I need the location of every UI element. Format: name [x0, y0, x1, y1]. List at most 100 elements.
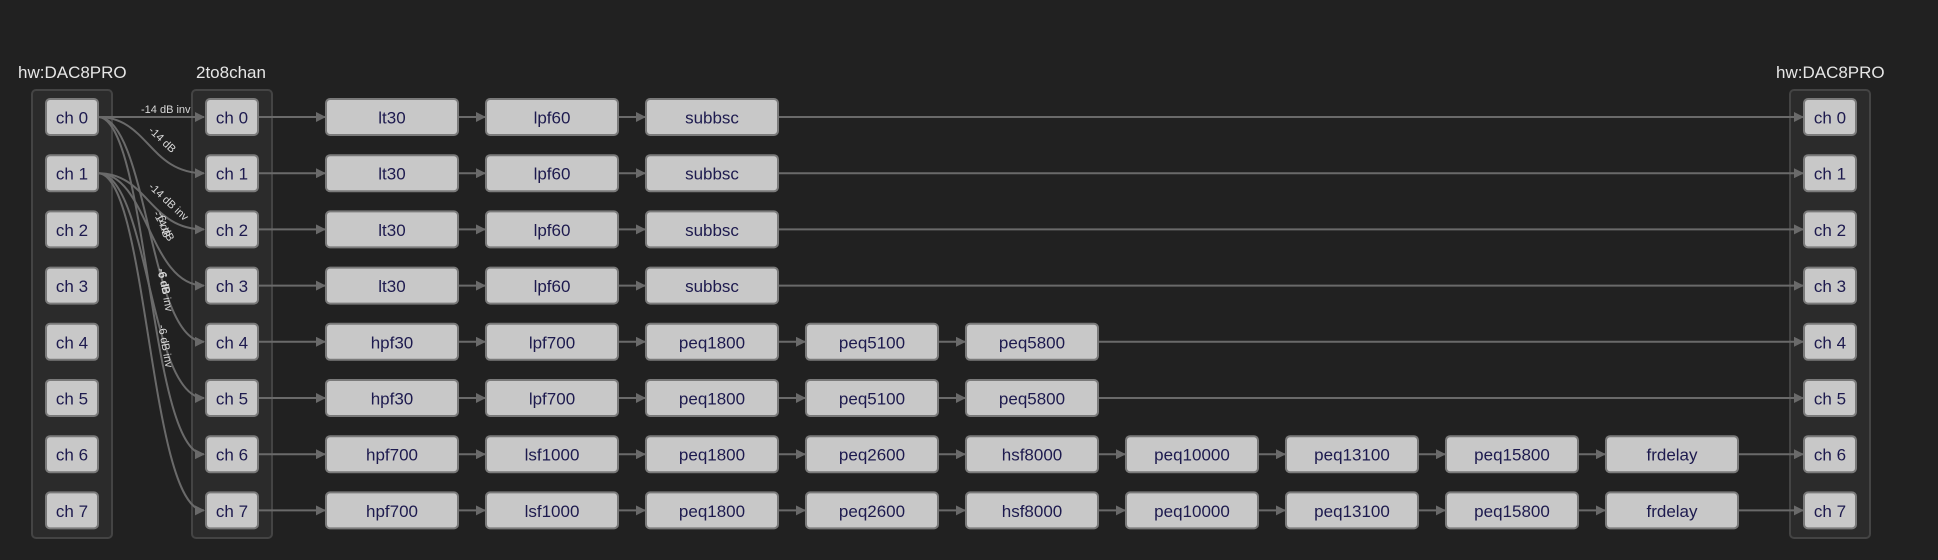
filter-peq5100-row-4-label: peq5100: [839, 333, 905, 352]
filter-peq2600-row-6[interactable]: peq2600: [805, 435, 939, 474]
filter-lpf60-row-0[interactable]: lpf60: [485, 98, 619, 136]
filter-frdelay-row-6[interactable]: frdelay: [1605, 435, 1739, 474]
mixer-ch-1-node-label: ch 1: [216, 165, 248, 184]
mixer-ch-7-node[interactable]: ch 7: [205, 491, 259, 530]
filter-lpf60-row-1-label: lpf60: [534, 165, 571, 184]
output-ch-6-node-label: ch 6: [1814, 446, 1846, 465]
output-ch-5-node[interactable]: ch 5: [1803, 379, 1857, 417]
filter-peq5800-row-4-label: peq5800: [999, 333, 1065, 352]
filter-lpf700-row-5[interactable]: lpf700: [485, 379, 619, 417]
filter-peq5100-row-5[interactable]: peq5100: [805, 379, 939, 417]
output-ch-4-node[interactable]: ch 4: [1803, 322, 1857, 361]
mixer-ch-4-node[interactable]: ch 4: [205, 322, 259, 361]
filter-peq10000-row-6[interactable]: peq10000: [1125, 435, 1259, 474]
filter-subbsc-row-1[interactable]: subbsc: [645, 154, 779, 193]
filter-peq10000-row-6-label: peq10000: [1154, 446, 1230, 465]
filter-peq13100-row-7[interactable]: peq13100: [1285, 491, 1419, 530]
filter-peq1800-row-4-label: peq1800: [679, 333, 745, 352]
output-ch-7-node-label: ch 7: [1814, 502, 1846, 521]
input-ch-0-node[interactable]: ch 0: [45, 98, 99, 136]
filter-peq2600-row-7[interactable]: peq2600: [805, 491, 939, 530]
output-device-title: hw:DAC8PRO: [1776, 63, 1885, 82]
filter-peq5800-row-5-label: peq5800: [999, 390, 1065, 409]
filter-peq5800-row-5[interactable]: peq5800: [965, 379, 1099, 417]
filter-peq1800-row-4[interactable]: peq1800: [645, 322, 779, 361]
input-ch-4-node[interactable]: ch 4: [45, 322, 99, 361]
filter-subbsc-row-0[interactable]: subbsc: [645, 98, 779, 136]
filter-subbsc-row-2[interactable]: subbsc: [645, 210, 779, 249]
filter-hsf8000-row-6[interactable]: hsf8000: [965, 435, 1099, 474]
input-ch-2-node[interactable]: ch 2: [45, 210, 99, 249]
input-ch-6-node[interactable]: ch 6: [45, 435, 99, 474]
mixer-ch-2-node[interactable]: ch 2: [205, 210, 259, 249]
filter-lt30-row-1[interactable]: lt30: [325, 154, 459, 193]
filter-lpf60-row-1[interactable]: lpf60: [485, 154, 619, 193]
filter-hsf8000-row-7[interactable]: hsf8000: [965, 491, 1099, 530]
input-ch-0-node-label: ch 0: [56, 109, 88, 128]
input-ch-7-node-label: ch 7: [56, 502, 88, 521]
mixer-ch-2-node-label: ch 2: [216, 221, 248, 240]
filter-lsf1000-row-6[interactable]: lsf1000: [485, 435, 619, 474]
filter-hpf30-row-4[interactable]: hpf30: [325, 322, 459, 361]
filter-peq1800-row-7[interactable]: peq1800: [645, 491, 779, 530]
output-ch-4-node-label: ch 4: [1814, 333, 1846, 352]
filter-subbsc-row-3[interactable]: subbsc: [645, 266, 779, 305]
filter-hpf30-row-5[interactable]: hpf30: [325, 379, 459, 417]
filter-lpf60-row-2-label: lpf60: [534, 221, 571, 240]
filter-lt30-row-3[interactable]: lt30: [325, 266, 459, 305]
filter-subbsc-row-1-label: subbsc: [685, 165, 739, 184]
filter-peq15800-row-6[interactable]: peq15800: [1445, 435, 1579, 474]
filter-peq13100-row-6-label: peq13100: [1314, 446, 1390, 465]
filter-hpf700-row-7-label: hpf700: [366, 502, 418, 521]
mixer-ch-1-node[interactable]: ch 1: [205, 154, 259, 193]
input-ch-5-node[interactable]: ch 5: [45, 379, 99, 417]
output-ch-1-node[interactable]: ch 1: [1803, 154, 1857, 193]
filter-peq15800-row-7[interactable]: peq15800: [1445, 491, 1579, 530]
mixer-ch-0-node[interactable]: ch 0: [205, 98, 259, 136]
mixer-route-edge: [97, 116, 205, 179]
filter-peq10000-row-7[interactable]: peq10000: [1125, 491, 1259, 530]
filter-lpf700-row-4[interactable]: lpf700: [485, 322, 619, 361]
filter-peq5800-row-4[interactable]: peq5800: [965, 322, 1099, 361]
filter-hpf700-row-7[interactable]: hpf700: [325, 491, 459, 530]
output-ch-0-node-label: ch 0: [1814, 109, 1846, 128]
input-ch-1-node[interactable]: ch 1: [45, 154, 99, 193]
mixer-ch-0-node-label: ch 0: [216, 109, 248, 128]
filter-lpf60-row-3-label: lpf60: [534, 277, 571, 296]
output-ch-2-node[interactable]: ch 2: [1803, 210, 1857, 249]
filter-hpf30-row-4-label: hpf30: [371, 333, 414, 352]
mixer-ch-6-node[interactable]: ch 6: [205, 435, 259, 474]
mixer-group: [191, 89, 273, 539]
mixer-ch-5-node[interactable]: ch 5: [205, 379, 259, 417]
filter-peq10000-row-7-label: peq10000: [1154, 502, 1230, 521]
filter-subbsc-row-0-label: subbsc: [685, 109, 739, 128]
filter-peq13100-row-6[interactable]: peq13100: [1285, 435, 1419, 474]
filter-peq1800-row-6[interactable]: peq1800: [645, 435, 779, 474]
filter-lsf1000-row-7[interactable]: lsf1000: [485, 491, 619, 530]
filter-lt30-row-3-label: lt30: [378, 277, 405, 296]
filter-hpf700-row-6[interactable]: hpf700: [325, 435, 459, 474]
input-ch-6-node-label: ch 6: [56, 446, 88, 465]
mixer-ch-3-node[interactable]: ch 3: [205, 266, 259, 305]
filter-lpf60-row-3[interactable]: lpf60: [485, 266, 619, 305]
filter-peq1800-row-5[interactable]: peq1800: [645, 379, 779, 417]
filter-peq5100-row-4[interactable]: peq5100: [805, 322, 939, 361]
filter-lt30-row-2-label: lt30: [378, 221, 405, 240]
output-ch-6-node[interactable]: ch 6: [1803, 435, 1857, 474]
filter-peq1800-row-7-label: peq1800: [679, 502, 745, 521]
output-ch-0-node[interactable]: ch 0: [1803, 98, 1857, 136]
filter-lpf60-row-2[interactable]: lpf60: [485, 210, 619, 249]
input-ch-7-node[interactable]: ch 7: [45, 491, 99, 530]
output-ch-7-node[interactable]: ch 7: [1803, 491, 1857, 530]
filter-hpf700-row-6-label: hpf700: [366, 446, 418, 465]
input-ch-3-node[interactable]: ch 3: [45, 266, 99, 305]
filter-frdelay-row-7[interactable]: frdelay: [1605, 491, 1739, 530]
output-ch-3-node[interactable]: ch 3: [1803, 266, 1857, 305]
filter-lt30-row-2[interactable]: lt30: [325, 210, 459, 249]
mixer-ch-6-node-label: ch 6: [216, 446, 248, 465]
mixer-route-edge: [97, 172, 205, 235]
filter-frdelay-row-7-label: frdelay: [1646, 502, 1698, 521]
filter-lt30-row-0[interactable]: lt30: [325, 98, 459, 136]
input-ch-4-node-label: ch 4: [56, 333, 88, 352]
filter-peq5100-row-5-label: peq5100: [839, 390, 905, 409]
